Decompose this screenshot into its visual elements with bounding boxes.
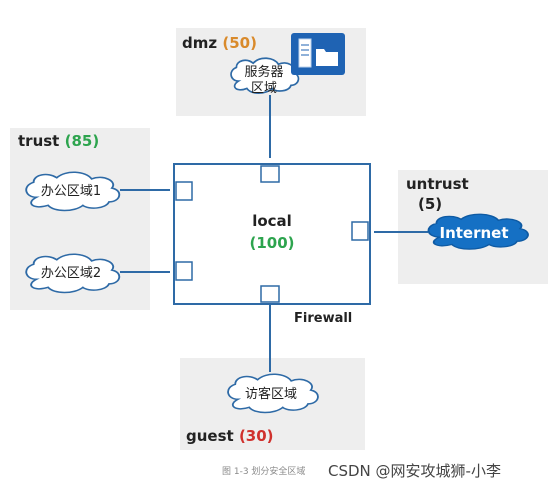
guest-zone-label: guest (30) xyxy=(186,427,274,445)
untrust-zone-name: untrust xyxy=(406,175,469,193)
office1-cloud-label: 办公区域1 xyxy=(41,184,101,199)
guest-cloud-label: 访客区域 xyxy=(245,386,297,402)
firewall-port-left-lower xyxy=(175,261,193,281)
firewall-label: Firewall xyxy=(294,311,352,326)
local-zone-priority: (100) xyxy=(249,234,294,252)
server-cloud-line2: 区域 xyxy=(251,81,277,96)
dmz-zone-label: dmz (50) xyxy=(182,34,257,52)
firewall-port-bottom xyxy=(260,285,280,303)
dmz-zone-priority: (50) xyxy=(222,34,257,52)
server-cloud-line1: 服务器 xyxy=(244,64,283,80)
firewall-port-right xyxy=(351,221,369,241)
dmz-zone-name: dmz xyxy=(182,34,217,52)
trust-zone-label: trust (85) xyxy=(18,132,99,150)
internet-cloud-label: Internet xyxy=(439,224,508,242)
firewall-port-left-upper xyxy=(175,181,193,201)
firewall-port-top xyxy=(260,165,280,183)
office2-cloud-label: 办公区域2 xyxy=(41,266,101,281)
trust-zone-name: trust xyxy=(18,132,59,150)
untrust-zone-priority: (5) xyxy=(418,195,442,213)
trust-zone-priority: (85) xyxy=(65,132,100,150)
guest-zone-priority: (30) xyxy=(239,427,274,445)
guest-zone-name: guest xyxy=(186,427,234,445)
csdn-watermark: CSDN @网安攻城狮-小李 xyxy=(328,462,501,480)
firewall-box xyxy=(173,163,371,305)
local-zone-name: local xyxy=(252,212,292,230)
figure-caption: 图 1-3 划分安全区域 xyxy=(222,465,305,477)
server-icon xyxy=(291,33,345,75)
